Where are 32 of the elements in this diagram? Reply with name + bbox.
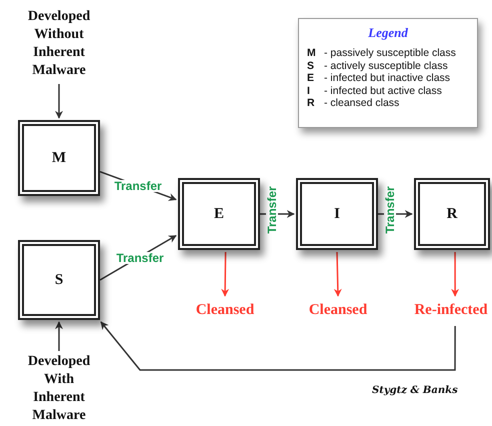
arrow [55, 321, 63, 351]
arrow [100, 321, 456, 371]
edge-label: Transfer [113, 180, 163, 192]
legend-description: - actively susceptible class [324, 60, 448, 72]
class-box: E [178, 178, 260, 250]
legend-key: M [307, 47, 324, 60]
outcome-label: Cleansed [196, 301, 254, 320]
edge-label: Transfer [115, 252, 165, 264]
edge-label: Transfer [266, 185, 278, 235]
legend-key: R [307, 97, 324, 110]
source-label: Developed With Inherent Malware [26, 352, 92, 426]
legend-description: - infected but inactive class [324, 72, 450, 84]
arrow [221, 252, 230, 297]
legend-key: I [307, 84, 324, 97]
signature: Stygtz & Banks [372, 385, 458, 396]
source-label: Developed Without Inherent Malware [26, 8, 92, 80]
class-box: R [414, 178, 490, 250]
legend-key: E [307, 72, 324, 84]
legend-key: S [307, 60, 324, 72]
class-box: S [18, 240, 100, 320]
class-box: M [18, 120, 100, 196]
legend-title: Legend [367, 25, 409, 41]
legend-description: - cleansed class [324, 97, 400, 110]
legend-description: - infected but active class [324, 84, 442, 97]
arrow [451, 252, 460, 297]
class-box: I [296, 178, 378, 250]
edge-label: Transfer [384, 185, 396, 235]
arrow [334, 252, 342, 297]
arrow [55, 84, 63, 119]
legend-description: - passively susceptible class [324, 47, 456, 60]
outcome-label: Cleansed [308, 301, 368, 320]
outcome-label: Re-infected [414, 301, 488, 320]
